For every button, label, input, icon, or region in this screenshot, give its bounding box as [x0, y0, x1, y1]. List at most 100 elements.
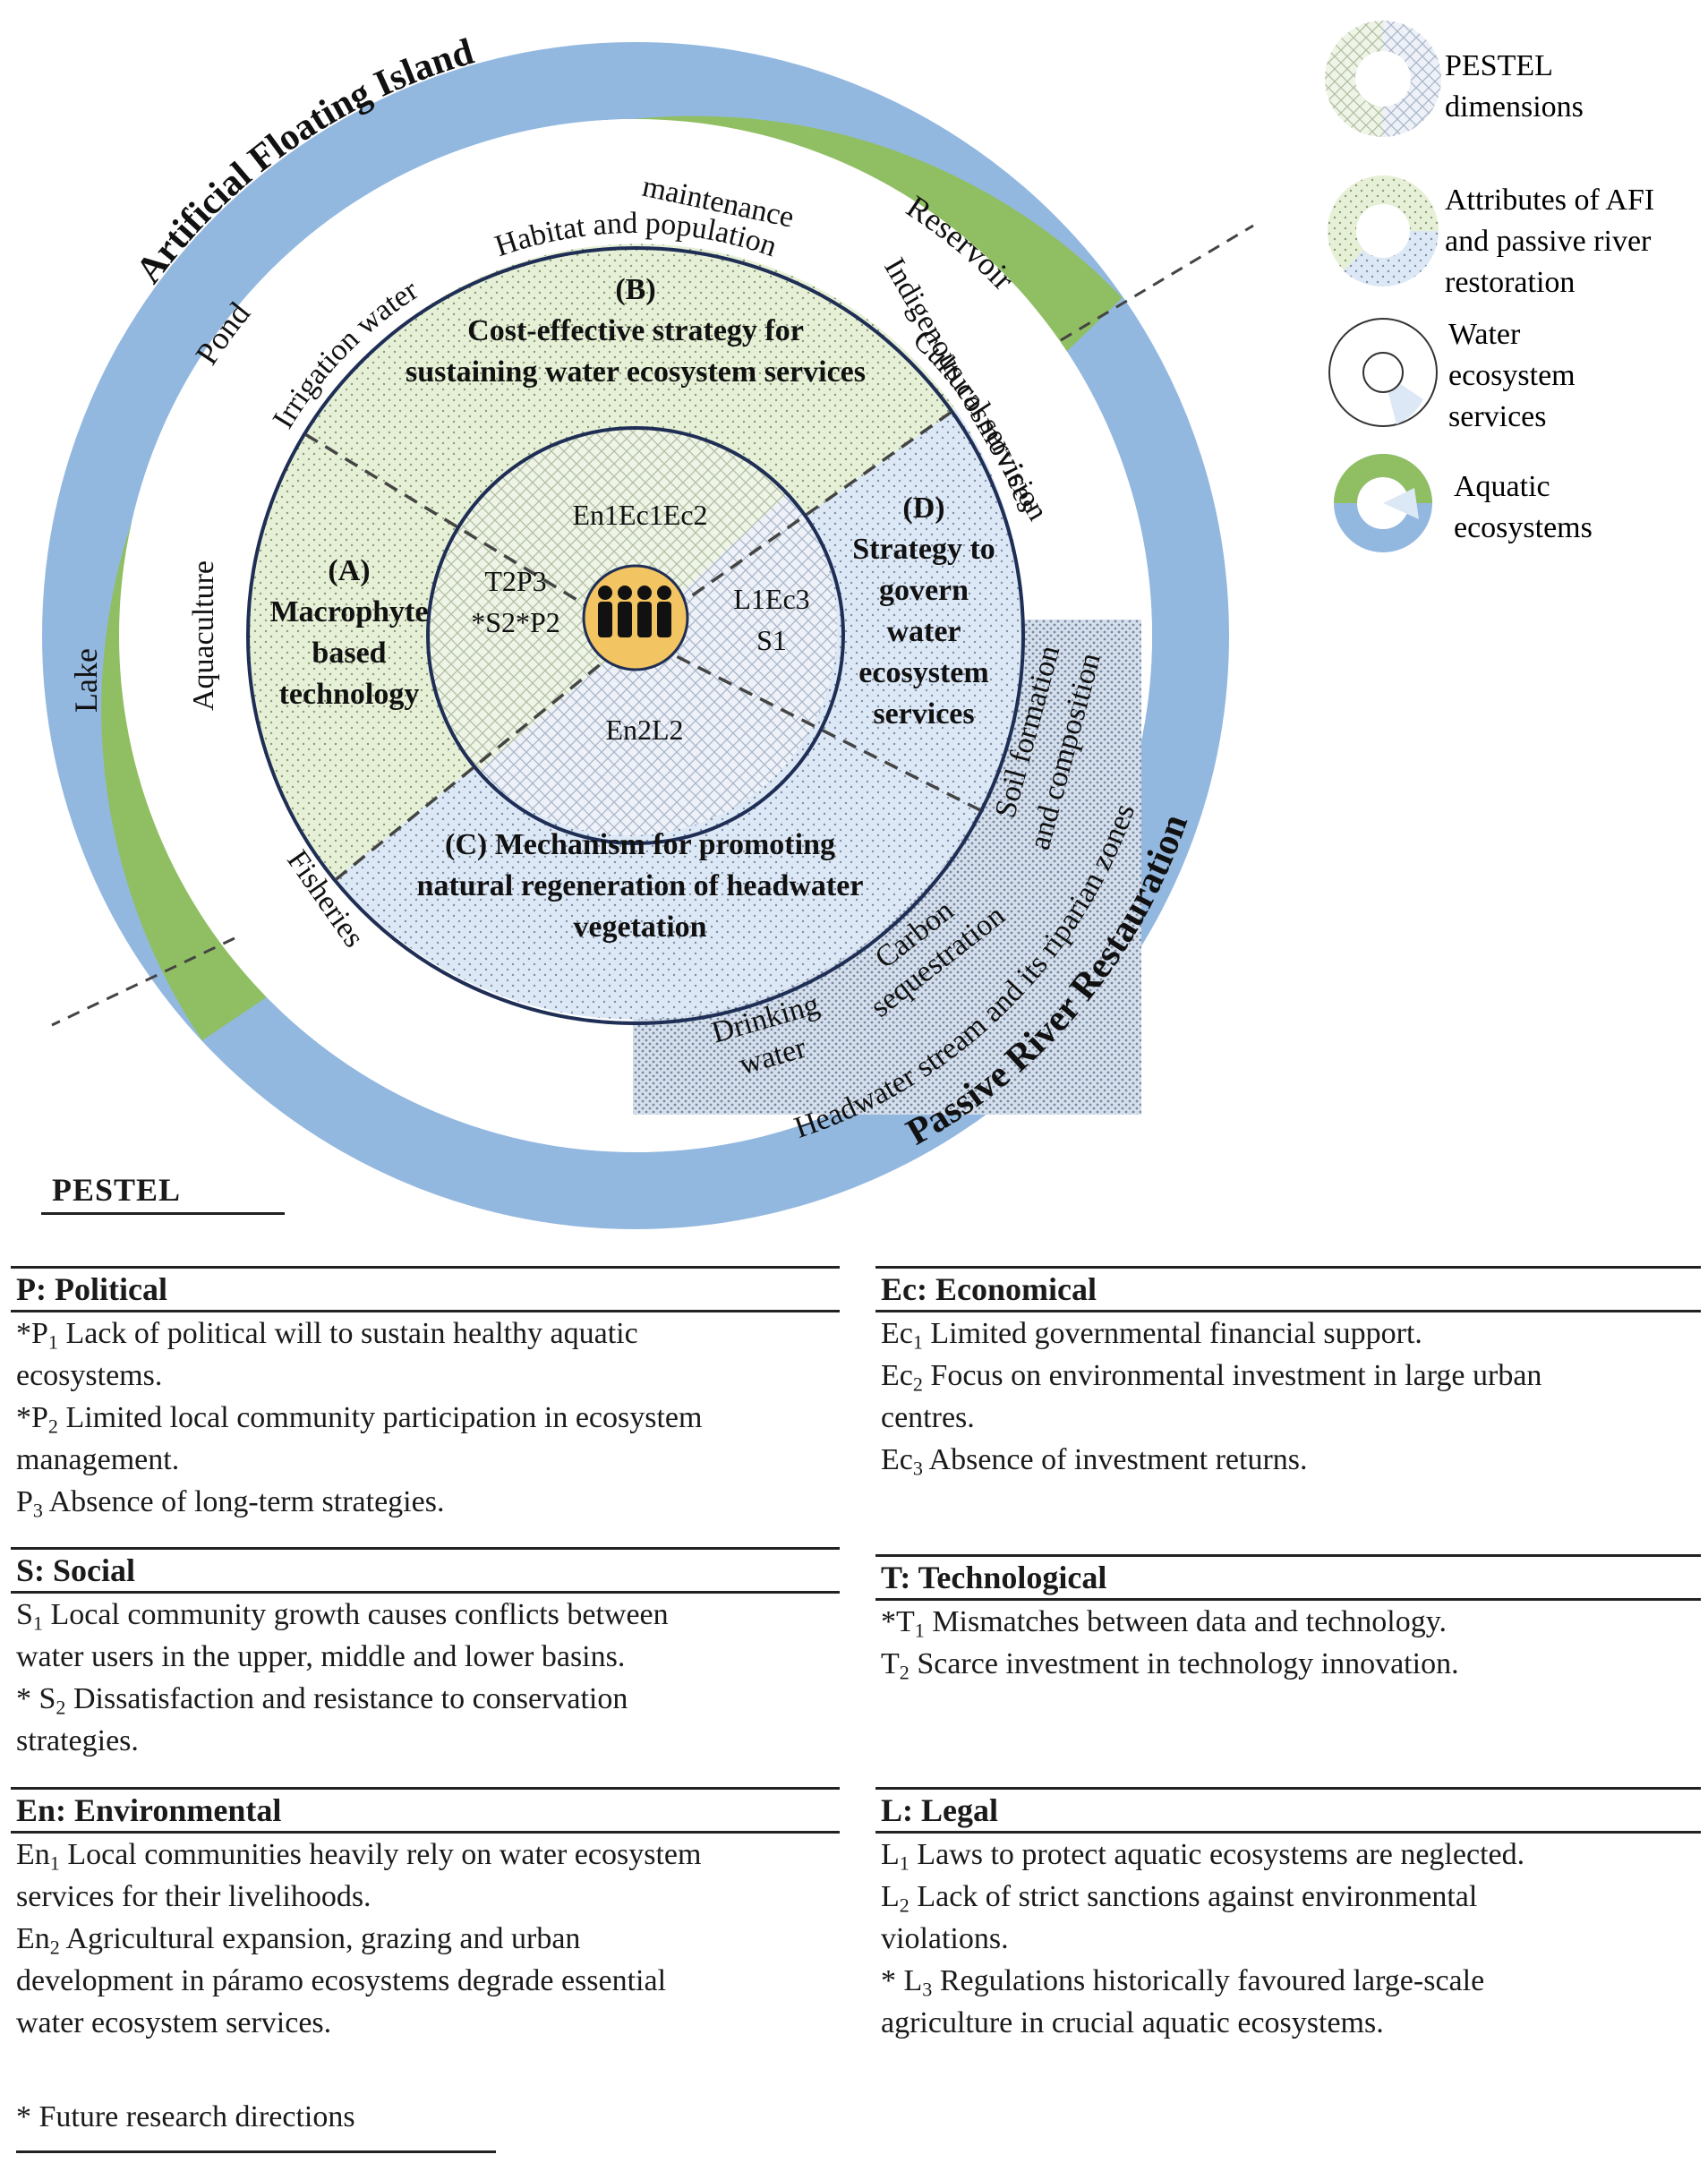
block-rule — [875, 1554, 1701, 1557]
aquatic-divider-ne — [1060, 224, 1254, 342]
legend-pestel-line: PESTEL — [1445, 49, 1553, 82]
item-line: *P2 Limited local community participatio… — [16, 1401, 703, 1438]
block-rule — [875, 1310, 1701, 1312]
quadrant-c-line: natural regeneration of headwater — [417, 869, 864, 902]
item-line: En1 Local communities heavily rely on wa… — [16, 1838, 702, 1875]
block-rule — [875, 1787, 1701, 1790]
item-line: water ecosystem services. — [16, 2006, 332, 2039]
block-items: *T1 Mismatches between data and technolo… — [875, 1601, 1701, 1685]
legend-water-icon — [1328, 318, 1438, 427]
pestel-segment-green — [461, 428, 788, 636]
block-legal: L: Legal L1 Laws to protect aquatic ecos… — [875, 1787, 1701, 2044]
block-economical: Ec: Economical Ec1 Limited governmental … — [875, 1266, 1701, 1481]
block-rule — [11, 1591, 840, 1594]
quadrant-d-line: ecosystem — [858, 656, 988, 689]
quadrant-a-line: Macrophyte — [270, 595, 429, 628]
block-environmental: En: Environmental En1 Local communities … — [11, 1787, 840, 2044]
item-line: * L3 Regulations historically favoured l… — [881, 1964, 1485, 2001]
pestel-ring-border — [426, 426, 845, 845]
item-line: P3 Absence of long-term strategies. — [16, 1485, 445, 1522]
center-codes: En1Ec1Ec2 T2P3 *S2*P2 L1Ec3 S1 En2L2 — [471, 499, 809, 746]
divider-ne — [634, 406, 960, 637]
item-line: Ec3 Absence of investment returns. — [881, 1443, 1308, 1480]
item-line: Ec2 Focus on environmental investment in… — [881, 1359, 1542, 1396]
label-lake: Lake — [68, 648, 104, 713]
item-line: strategies. — [16, 1724, 139, 1757]
code-top: En1Ec1Ec2 — [572, 499, 707, 531]
legend-attributes-line: Attributes of AFI — [1445, 184, 1654, 217]
block-heading: S: Social — [16, 1552, 136, 1588]
block-items: L1 Laws to protect aquatic ecosystems ar… — [875, 1834, 1701, 2044]
aquatic-ring-blue — [42, 42, 1229, 1229]
block-technological: T: Technological *T1 Mismatches between … — [875, 1554, 1701, 1685]
block-heading: En: Environmental — [16, 1792, 282, 1828]
quadrant-a-line: based — [312, 637, 386, 670]
block-rule — [11, 1310, 840, 1312]
legend-pestel-icon — [1325, 21, 1442, 137]
block-rule — [11, 1547, 840, 1550]
legend-attributes-line: and passive river — [1445, 225, 1652, 258]
footnote: * Future research directions — [16, 2100, 355, 2133]
quadrant-c-line: (C) Mechanism for promoting — [445, 828, 835, 861]
item-line: *T1 Mismatches between data and technolo… — [881, 1605, 1447, 1642]
legend-aquatic-line: Aquatic — [1454, 470, 1550, 503]
item-line: agriculture in crucial aquatic ecosystem… — [881, 2006, 1384, 2039]
block-rule — [11, 1266, 840, 1269]
block-rule — [875, 1831, 1701, 1834]
item-line: L2 Lack of strict sanctions against envi… — [881, 1880, 1478, 1917]
pestel-segment-green-left — [429, 526, 636, 771]
attributes-ring-border — [246, 246, 1025, 1025]
legend-attributes-icon — [1328, 175, 1439, 286]
quadrant-c-line: vegetation — [573, 911, 706, 944]
quadrant-d-line: (D) — [902, 492, 944, 525]
item-line: centres. — [881, 1401, 975, 1434]
item-line: L1 Laws to protect aquatic ecosystems ar… — [881, 1838, 1525, 1875]
block-heading: P: Political — [16, 1271, 167, 1307]
quadrant-d-line: water — [886, 615, 961, 648]
item-line: services for their livelihoods. — [16, 1880, 371, 1913]
item-line: Ec1 Limited governmental financial suppo… — [881, 1317, 1422, 1354]
legend-water-line: ecosystem — [1448, 359, 1576, 392]
item-line: ecosystems. — [16, 1359, 163, 1392]
quadrant-d-label: (D) Strategy to govern water ecosystem s… — [852, 492, 995, 731]
code-right-2: S1 — [756, 624, 787, 656]
block-items: S1 Local community growth causes conflic… — [11, 1594, 840, 1762]
item-line: management. — [16, 1443, 180, 1476]
item-line: *P1 Lack of political will to sustain he… — [16, 1317, 638, 1354]
legend: PESTEL dimensions Attributes of AFI and … — [1325, 21, 1654, 552]
pestel-diagram: Artificial Floating Island Pond Reservoi… — [42, 21, 1654, 1229]
code-left-2: *S2*P2 — [471, 606, 560, 638]
item-line: violations. — [881, 1922, 1009, 1955]
legend-water-line: Water — [1448, 318, 1521, 351]
divider-sw — [331, 634, 637, 884]
quadrant-b-line: (B) — [615, 273, 655, 306]
code-left-1: T2P3 — [484, 565, 546, 597]
item-line: * S2 Dissatisfaction and resistance to c… — [16, 1682, 628, 1719]
pestel-title: PESTEL — [52, 1172, 182, 1208]
legend-pestel-line: dimensions — [1445, 90, 1584, 124]
block-rule — [875, 1266, 1701, 1269]
item-line: development in páramo ecosystems degrade… — [16, 1964, 667, 1997]
block-rule — [875, 1598, 1701, 1601]
quadrant-a-line: (A) — [328, 554, 370, 587]
legend-aquatic-line: ecosystems — [1454, 511, 1593, 544]
quadrant-b-line: sustaining water ecosystem services — [406, 355, 866, 389]
divider-nw — [300, 430, 636, 637]
quadrant-b-label: (B) Cost-effective strategy for sustaini… — [406, 273, 866, 389]
block-items: *P1 Lack of political will to sustain he… — [11, 1312, 840, 1523]
block-rule — [11, 1787, 840, 1790]
block-rule — [11, 1831, 840, 1834]
quadrant-d-line: govern — [879, 574, 969, 607]
item-line: S1 Local community growth causes conflic… — [16, 1598, 669, 1635]
block-political: P: Political *P1 Lack of political will … — [11, 1266, 840, 1523]
quadrant-d-line: Strategy to — [852, 533, 995, 566]
legend-water-line: services — [1448, 400, 1547, 433]
item-line: water users in the upper, middle and low… — [16, 1640, 626, 1673]
item-line: En2 Agricultural expansion, grazing and … — [16, 1922, 581, 1959]
label-aquaculture: Aquaculture — [187, 560, 220, 711]
block-heading: L: Legal — [881, 1792, 998, 1828]
item-line: T2 Scarce investment in technology innov… — [881, 1647, 1459, 1684]
aquatic-divider-sw — [51, 936, 235, 1027]
quadrant-a-label: (A) Macrophyte based technology — [270, 554, 429, 711]
footnote-rule — [16, 2150, 496, 2153]
